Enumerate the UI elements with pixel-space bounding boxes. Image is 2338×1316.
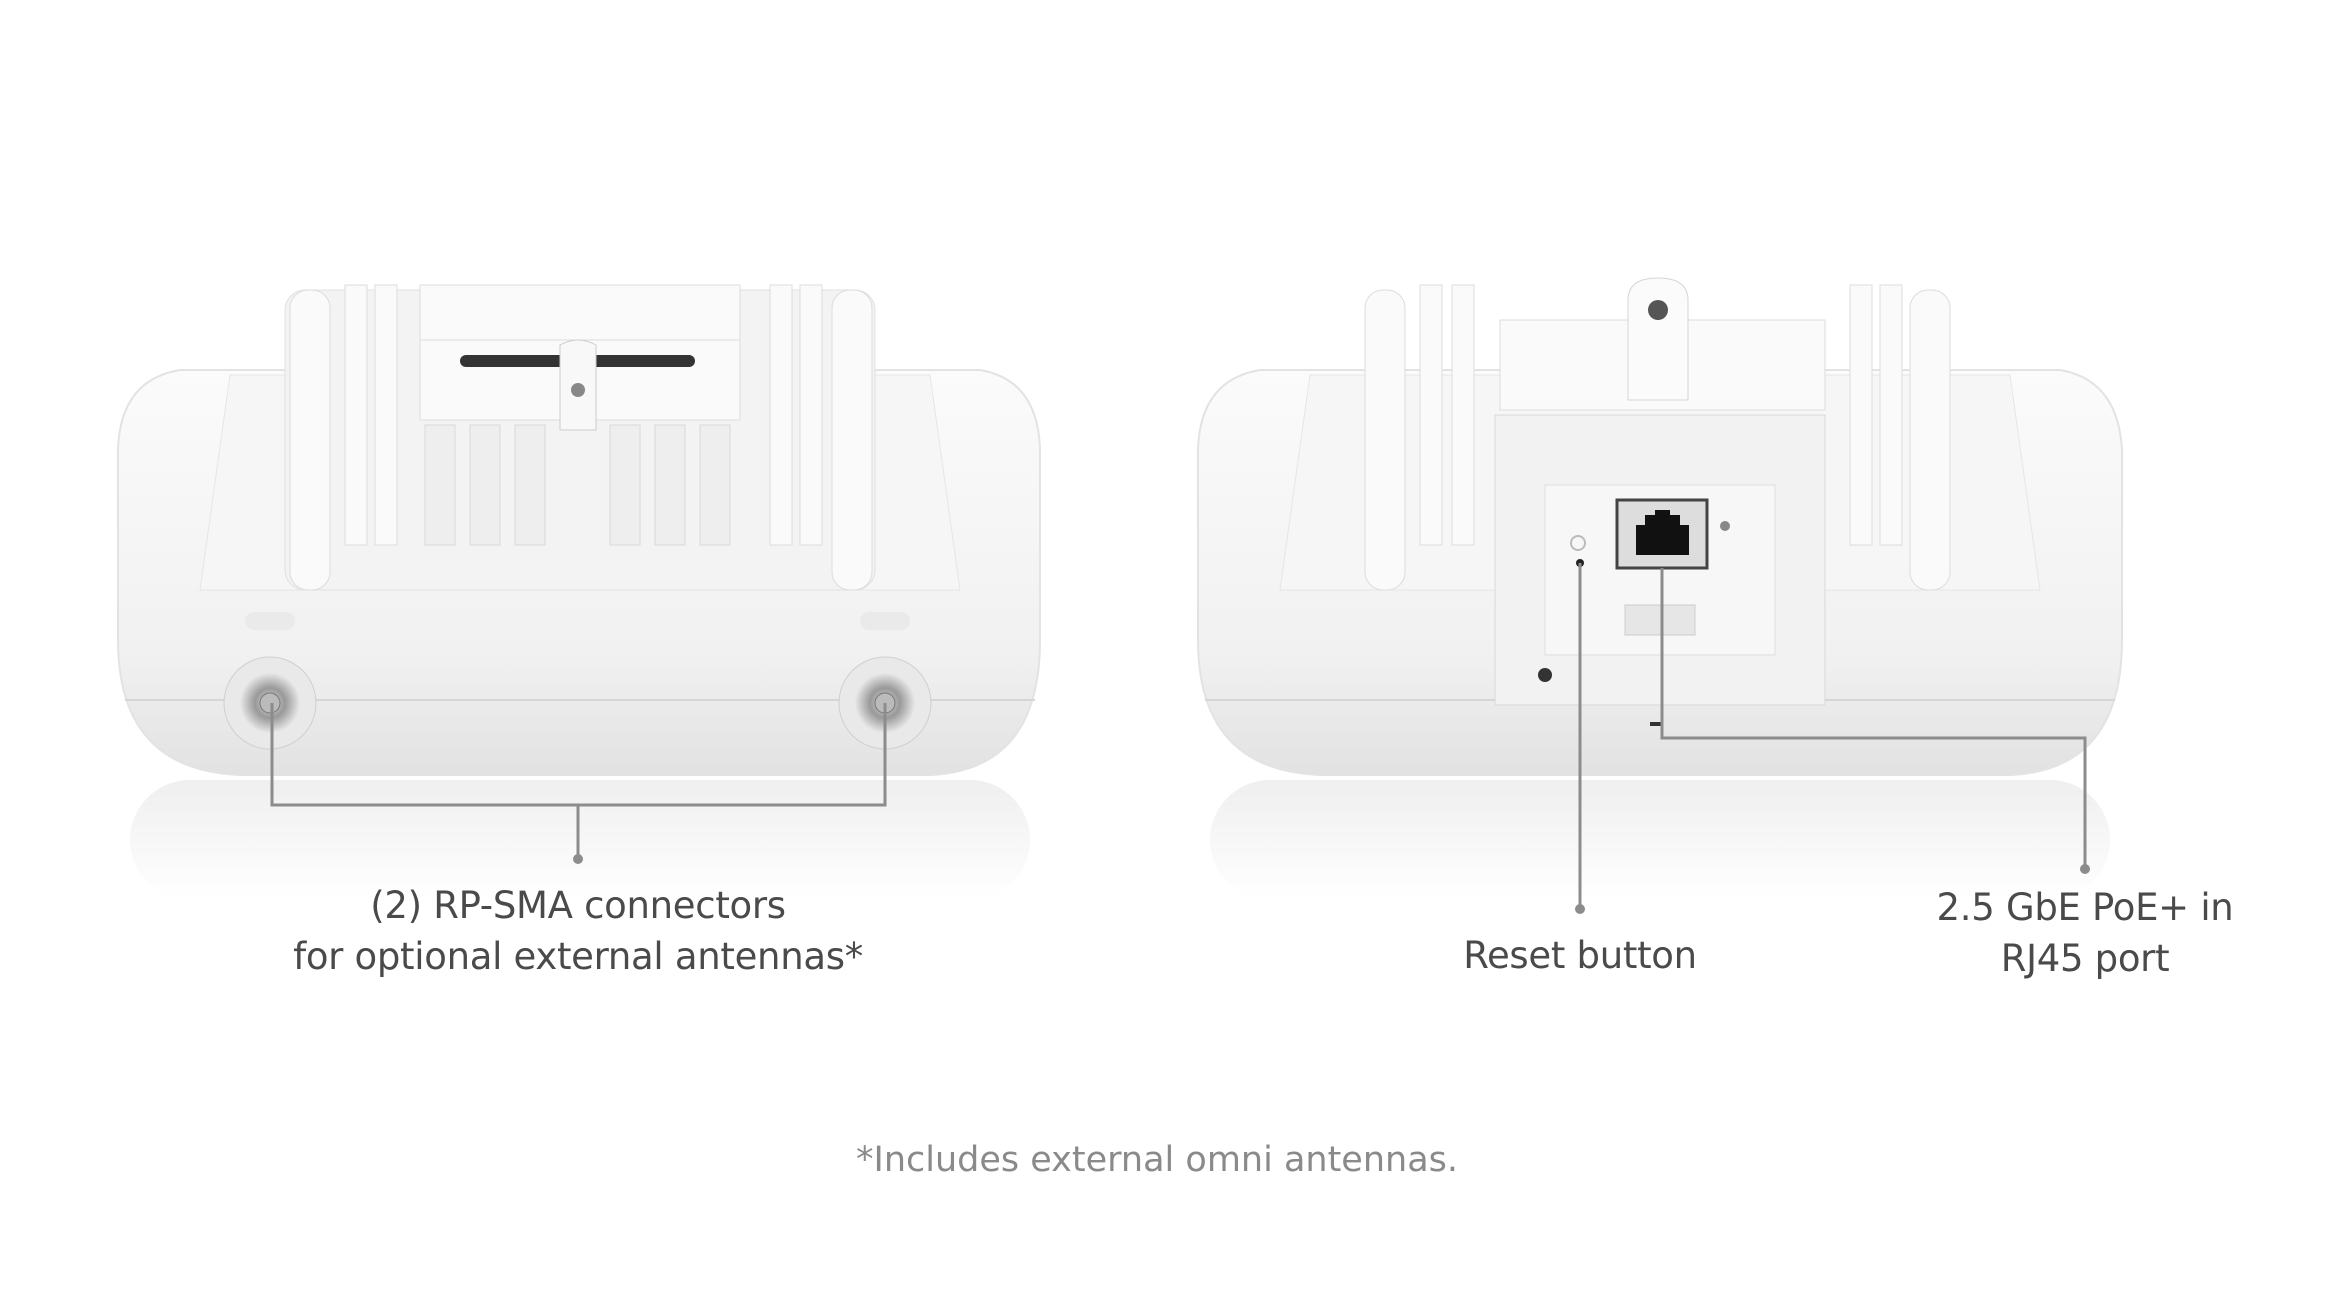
callout-rp-sma-line1: (2) RP-SMA connectors <box>370 884 786 927</box>
device-front-view <box>117 284 1041 900</box>
footnote: *Includes external omni antennas. <box>855 1140 1459 1180</box>
device-rear-view <box>1197 277 2123 900</box>
callout-lines <box>270 563 2087 908</box>
callout-line-rj45 <box>1660 568 2087 868</box>
callout-dot-rp-sma <box>573 854 583 864</box>
callout-reset-button: Reset button <box>1463 934 1697 977</box>
rj45-port-icon <box>1615 498 1709 570</box>
callout-rj45-line1: 2.5 GbE PoE+ in <box>1936 886 2234 929</box>
callout-rj45-line2: RJ45 port <box>2000 937 2170 980</box>
callout-rp-sma-line2: for optional external antennas* <box>293 935 863 978</box>
callout-dot-rj45 <box>2080 864 2090 874</box>
callout-rp-sma-connectors: (2) RP-SMA connectors for optional exter… <box>293 880 863 982</box>
rp-sma-connector-left <box>223 656 317 750</box>
callout-dot-reset <box>1575 904 1585 914</box>
callout-rj45-port: 2.5 GbE PoE+ in RJ45 port <box>1937 882 2234 984</box>
